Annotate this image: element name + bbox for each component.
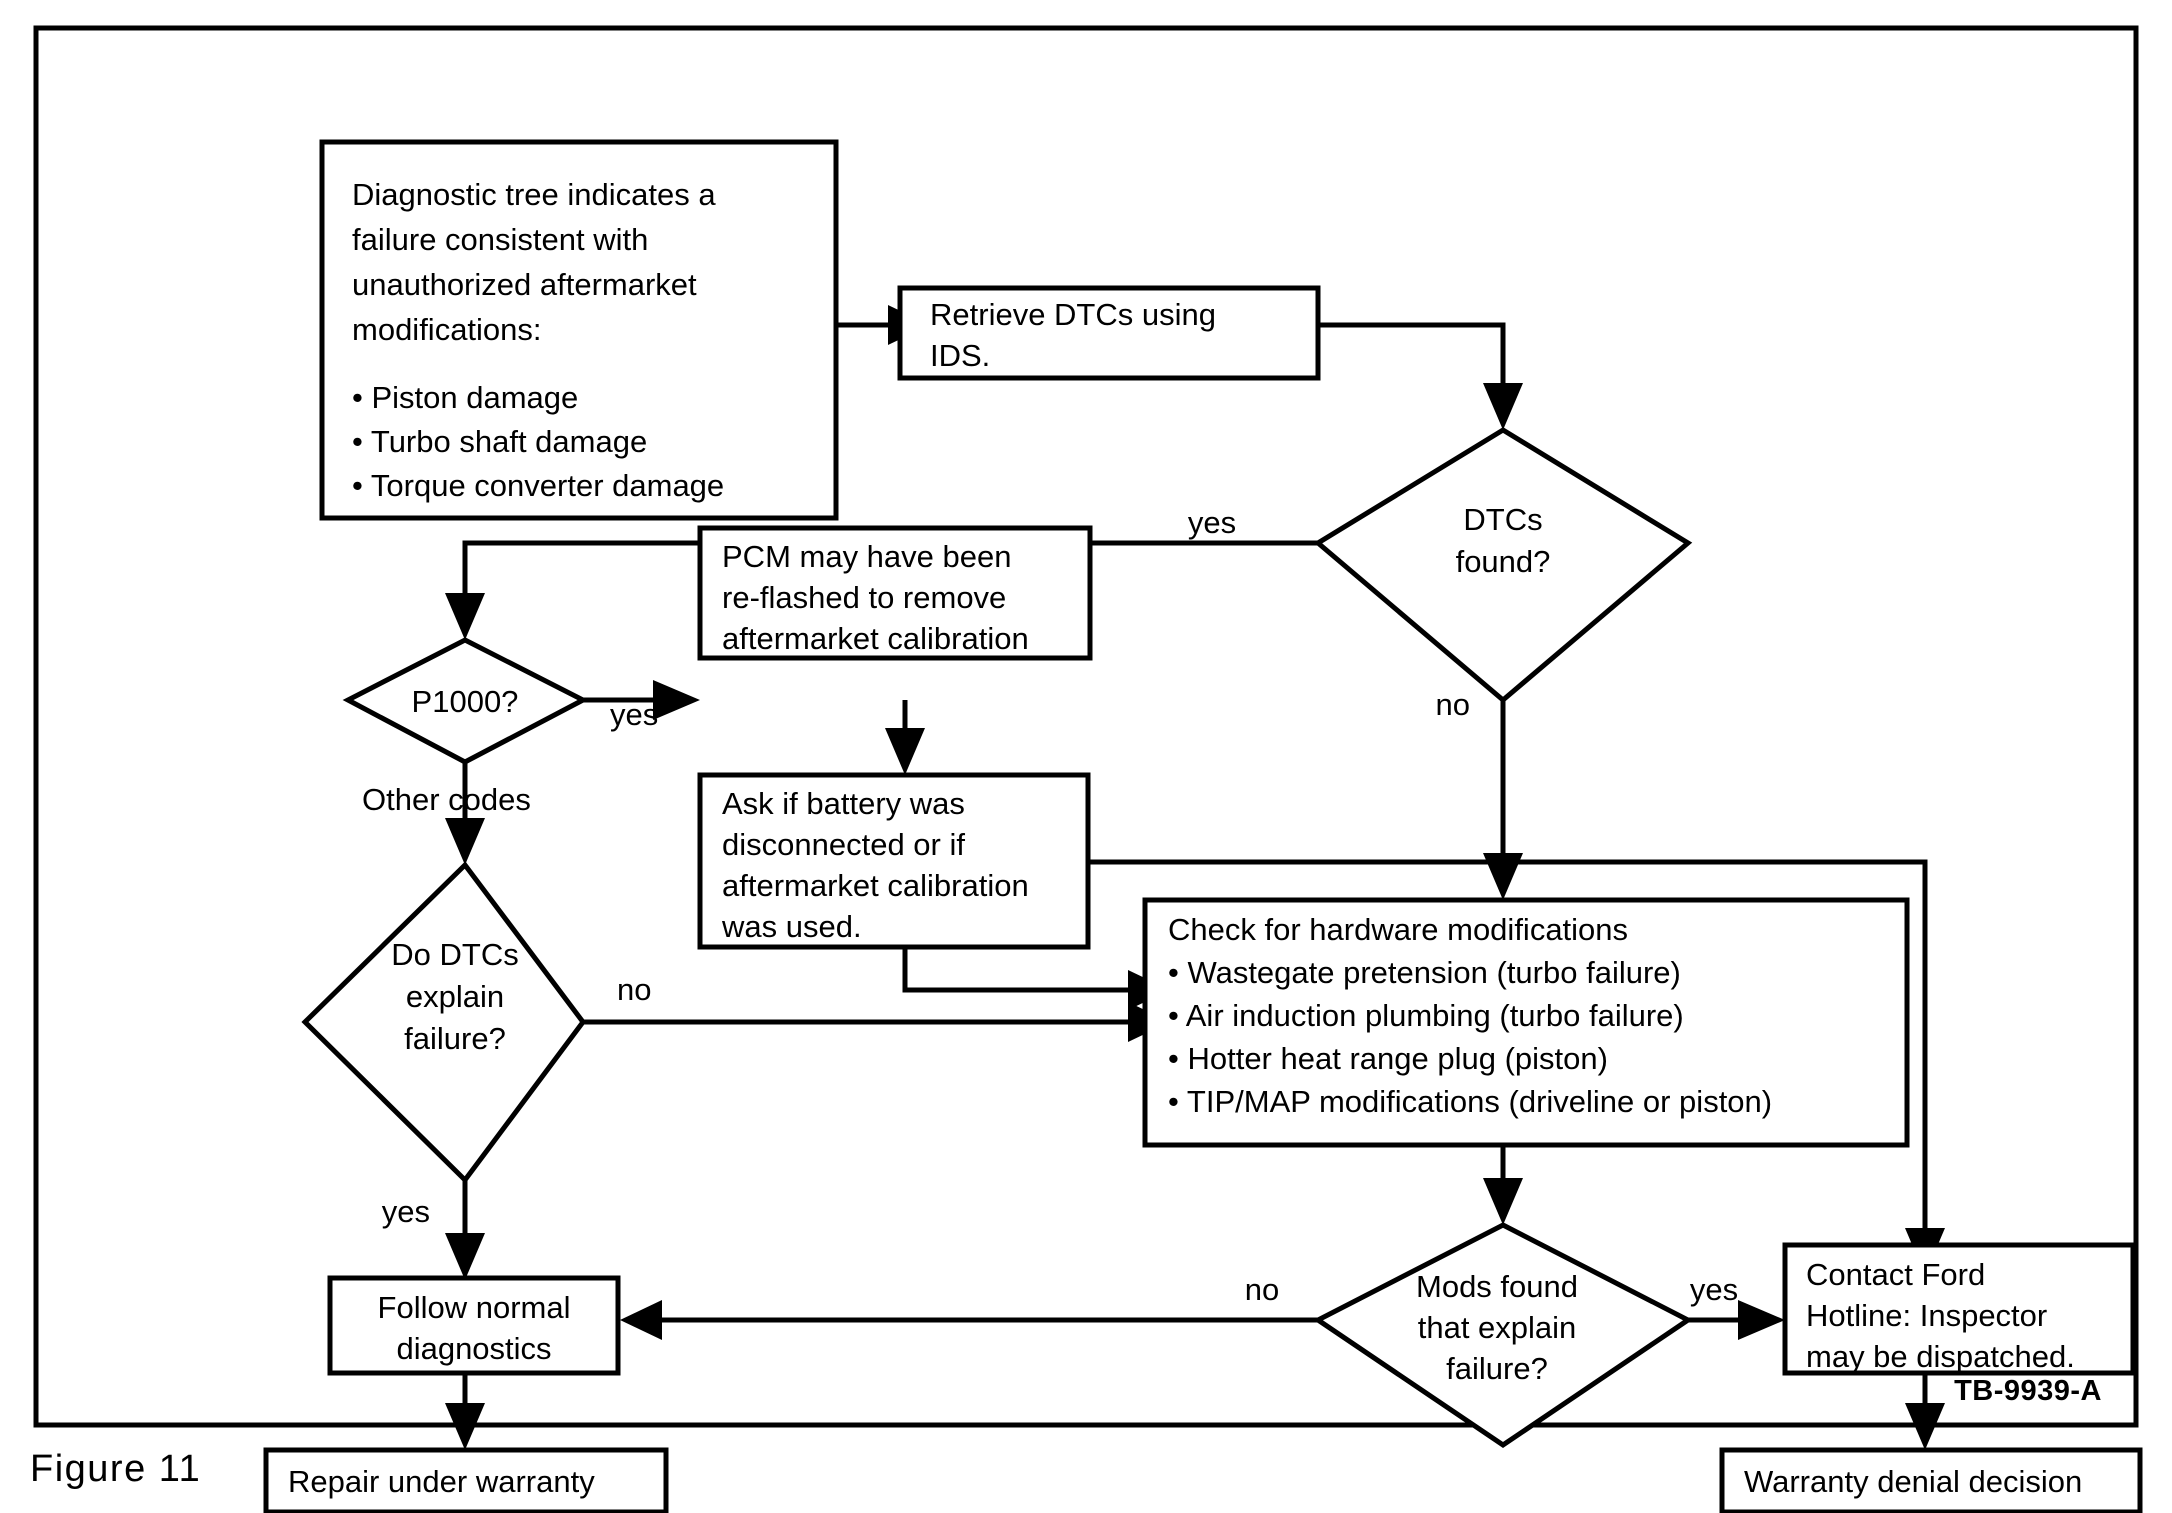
node-mods-found-line-2: that explain: [1418, 1310, 1577, 1345]
edge-label-do-dtcs-yes: yes: [382, 1194, 430, 1229]
node-contact-ford-line-3: may be dispatched.: [1806, 1339, 2075, 1374]
node-check-hardware-heading: Check for hardware modifications: [1168, 912, 1628, 947]
node-start-line-1: Diagnostic tree indicates a: [352, 177, 716, 212]
arrowhead-p1000-other-to-dodtcs: [445, 818, 485, 865]
node-check-hardware-bullet-4: • TIP/MAP modifications (driveline or pi…: [1168, 1084, 1772, 1119]
node-check-hardware-bullet-2: • Air induction plumbing (turbo failure): [1168, 998, 1684, 1033]
node-p1000-shape: [342, 637, 589, 765]
arrowhead-check-to-modsfound: [1483, 1178, 1523, 1225]
node-mods-found-line-3: failure?: [1446, 1351, 1548, 1386]
edge-label-do-dtcs-no: no: [617, 972, 651, 1007]
node-check-hardware[interactable]: Check for hardware modifications • Waste…: [1142, 897, 1910, 1148]
edge-label-p1000-yes: yes: [610, 697, 658, 732]
arrowhead-retrieve-to-dtcsfound: [1483, 383, 1523, 430]
node-pcm-reflashed-line-3: aftermarket calibration: [722, 621, 1029, 656]
node-ask-battery-line-4: was used.: [721, 909, 862, 944]
node-pcm-reflashed[interactable]: PCM may have been re-flashed to remove a…: [697, 525, 1093, 661]
node-warranty-denial[interactable]: Warranty denial decision: [1719, 1447, 2143, 1513]
node-follow-normal-line-1: Follow normal: [378, 1290, 571, 1325]
arrowhead-dtcsfound-no-to-check: [1483, 853, 1523, 900]
node-repair-warranty-shape: [263, 1447, 669, 1513]
node-dtcs-found-shape: [1313, 427, 1693, 704]
node-ask-battery-line-1: Ask if battery was: [722, 786, 965, 821]
connector-retrieve-to-dtcsfound: [1318, 322, 1506, 385]
arrowhead-modsfound-yes-to-contactford: [1738, 1300, 1785, 1340]
node-contact-ford[interactable]: Contact Ford Hotline: Inspector may be d…: [1782, 1242, 2136, 1376]
node-do-dtcs-explain-line-3: failure?: [404, 1021, 506, 1056]
arrowhead-pcm-to-askbattery: [885, 728, 925, 775]
node-retrieve-dtcs[interactable]: Retrieve DTCs using IDS.: [897, 285, 1321, 381]
edge-label-dtcs-found-yes: yes: [1188, 505, 1236, 540]
figure-caption: Figure 11: [30, 1448, 202, 1490]
figure-tb-code: TB-9939-A: [1954, 1375, 2102, 1407]
node-start-shape: [319, 139, 839, 521]
figure-border: [33, 25, 2139, 1428]
node-mods-found-shape: [1313, 1222, 1693, 1449]
node-start-line-3: unauthorized aftermarket: [352, 267, 697, 302]
node-repair-warranty-label: Repair under warranty: [288, 1464, 595, 1499]
node-ask-battery-shape: [697, 772, 1091, 950]
node-do-dtcs-explain-line-2: explain: [406, 979, 504, 1014]
node-retrieve-dtcs-shape: [897, 285, 1321, 381]
node-do-dtcs-explain[interactable]: Do DTCs explain failure?: [301, 861, 587, 1184]
edge-labels: yes no yes Other codes no yes no yes: [362, 505, 1738, 1307]
node-start-line-4: modifications:: [352, 312, 542, 347]
node-follow-normal[interactable]: Follow normal diagnostics: [327, 1275, 621, 1376]
node-ask-battery-line-2: disconnected or if: [722, 827, 965, 862]
node-retrieve-dtcs-line-1: Retrieve DTCs using: [930, 297, 1216, 332]
arrowhead-contactford-to-warrantydenial: [1905, 1403, 1945, 1450]
node-start[interactable]: Diagnostic tree indicates a failure cons…: [319, 139, 839, 521]
node-follow-normal-shape: [327, 1275, 621, 1376]
node-start-line-2: failure consistent with: [352, 222, 648, 257]
node-check-hardware-bullet-1: • Wastegate pretension (turbo failure): [1168, 955, 1681, 990]
node-p1000[interactable]: P1000?: [342, 637, 589, 765]
node-dtcs-found-line-1: DTCs: [1463, 502, 1542, 537]
edge-label-p1000-other-codes: Other codes: [362, 782, 531, 817]
node-dtcs-found[interactable]: DTCs found?: [1313, 427, 1693, 704]
arrowhead-dodtcs-yes-to-follow: [445, 1233, 485, 1280]
node-check-hardware-bullet-3: • Hotter heat range plug (piston): [1168, 1041, 1608, 1076]
node-p1000-label: P1000?: [412, 684, 519, 719]
node-start-bullet-3: • Torque converter damage: [352, 468, 724, 503]
arrowhead-p1000-yes-to-pcm: [653, 680, 700, 720]
node-ask-battery-line-3: aftermarket calibration: [722, 868, 1029, 903]
node-warranty-denial-shape: [1719, 1447, 2143, 1513]
edge-label-dtcs-found-no: no: [1436, 687, 1470, 722]
node-contact-ford-line-2: Hotline: Inspector: [1806, 1298, 2047, 1333]
node-pcm-reflashed-line-2: re-flashed to remove: [722, 580, 1006, 615]
node-contact-ford-shape: [1782, 1242, 2136, 1376]
node-dtcs-found-line-2: found?: [1456, 544, 1551, 579]
node-do-dtcs-explain-shape: [301, 861, 587, 1184]
node-warranty-denial-label: Warranty denial decision: [1744, 1464, 2082, 1499]
node-pcm-reflashed-line-1: PCM may have been: [722, 539, 1011, 574]
edge-label-mods-found-yes: yes: [1690, 1272, 1738, 1307]
node-mods-found-line-1: Mods found: [1416, 1269, 1578, 1304]
node-do-dtcs-explain-line-1: Do DTCs: [391, 937, 518, 972]
node-start-bullet-2: • Turbo shaft damage: [352, 424, 647, 459]
arrowhead-modsfound-no-to-follow: [620, 1300, 662, 1340]
arrowhead-dtcsfound-yes-to-p1000: [445, 593, 485, 640]
node-retrieve-dtcs-line-2: IDS.: [930, 338, 990, 373]
connector-askbattery-to-check: [902, 935, 1130, 993]
node-mods-found[interactable]: Mods found that explain failure?: [1313, 1222, 1693, 1449]
node-start-bullet-1: • Piston damage: [352, 380, 578, 415]
arrowhead-follow-to-repair: [445, 1403, 485, 1450]
connector-askbattery-to-contactford: [1088, 859, 1928, 1230]
node-pcm-reflashed-shape: [697, 525, 1093, 661]
node-repair-warranty[interactable]: Repair under warranty: [263, 1447, 669, 1513]
edge-label-mods-found-no: no: [1245, 1272, 1279, 1307]
node-ask-battery[interactable]: Ask if battery was disconnected or if af…: [697, 772, 1091, 950]
node-check-hardware-shape: [1142, 897, 1910, 1148]
node-follow-normal-line-2: diagnostics: [396, 1331, 551, 1366]
node-contact-ford-line-1: Contact Ford: [1806, 1257, 1985, 1292]
